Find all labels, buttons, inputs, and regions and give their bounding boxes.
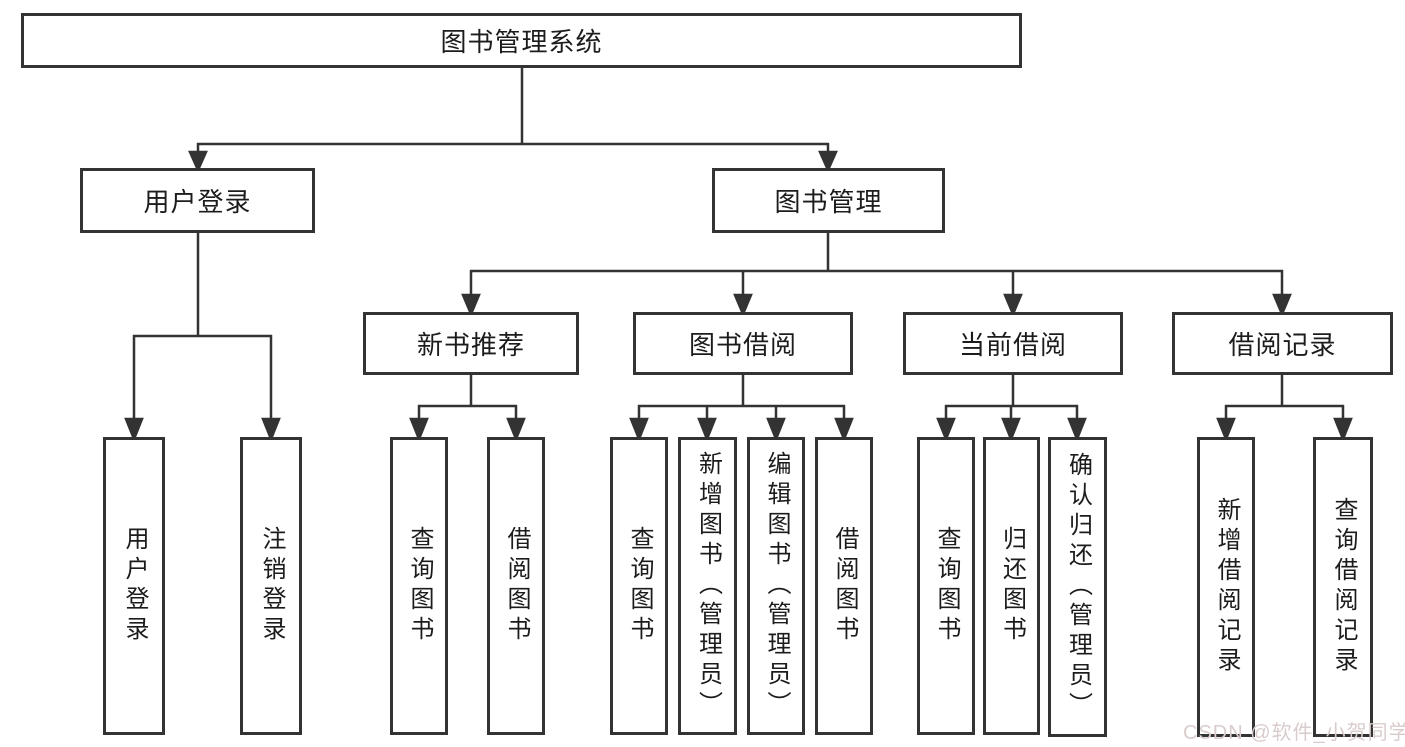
- arrowhead: [188, 150, 208, 174]
- node-new-book-recommend: 新书推荐: [363, 312, 579, 375]
- node-book-management: 图书管理: [712, 168, 945, 233]
- leaf-borrow-books-recommend: 借阅图书: [487, 437, 545, 735]
- csdn-watermark: CSDN @软件_小贺同学: [1183, 722, 1405, 744]
- node-book-borrow: 图书借阅: [633, 312, 853, 375]
- arrowhead: [1272, 293, 1292, 318]
- arrowhead: [124, 417, 144, 443]
- arrowhead: [936, 417, 956, 443]
- arrowhead: [733, 293, 753, 318]
- node-current-borrow: 当前借阅: [903, 312, 1123, 375]
- arrowhead: [1216, 417, 1236, 443]
- leaf-return-book: 归还图书: [983, 437, 1040, 735]
- leaf-query-books-current: 查询图书: [917, 437, 975, 735]
- leaf-query-books-recommend: 查询图书: [390, 437, 448, 735]
- leaf-add-book-admin: 新增图书（管理员）: [678, 437, 737, 735]
- node-user-login: 用户登录: [80, 168, 315, 233]
- arrowhead: [818, 150, 838, 174]
- leaf-confirm-return-admin: 确认归还（管理员）: [1048, 437, 1107, 737]
- arrowhead: [409, 417, 429, 443]
- arrowhead: [697, 417, 717, 443]
- leaf-query-books-borrow: 查询图书: [610, 437, 668, 735]
- arrowhead: [629, 417, 649, 443]
- arrowhead: [1333, 417, 1353, 443]
- arrowhead: [506, 417, 526, 443]
- leaf-logout-login: 注销登录: [240, 437, 302, 735]
- arrowhead: [1003, 293, 1023, 318]
- leaf-user-login: 用户登录: [103, 437, 165, 735]
- arrowhead: [766, 417, 786, 443]
- arrowhead: [1067, 417, 1087, 443]
- leaf-edit-book-admin: 编辑图书（管理员）: [747, 437, 805, 735]
- leaf-query-borrow-record: 查询借阅记录: [1313, 437, 1373, 737]
- arrowhead: [1001, 417, 1021, 443]
- leaf-borrow-books: 借阅图书: [815, 437, 873, 735]
- leaf-add-borrow-record: 新增借阅记录: [1197, 437, 1255, 737]
- arrowhead: [834, 417, 854, 443]
- arrowhead: [461, 293, 481, 318]
- node-library-system: 图书管理系统: [21, 13, 1022, 68]
- arrowhead: [261, 417, 281, 443]
- node-borrow-records: 借阅记录: [1172, 312, 1393, 375]
